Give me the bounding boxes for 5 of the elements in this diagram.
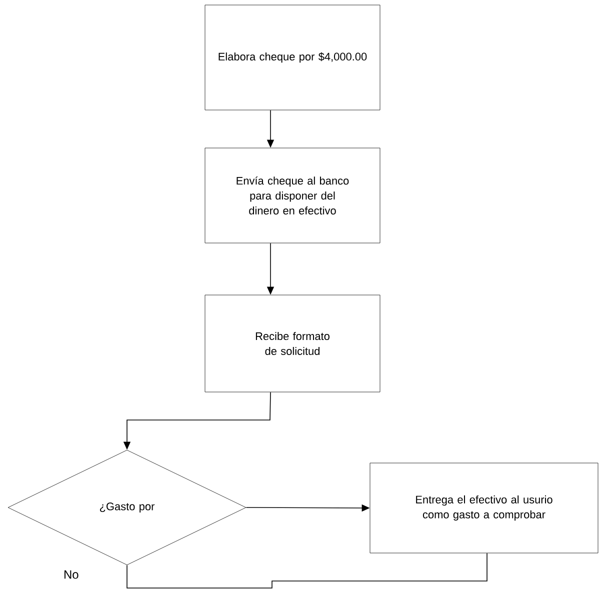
process-box: Recibe formato de solicitud <box>204 294 380 392</box>
process-box: Entrega el efectivo al usurio como gasto a comprobar <box>370 462 598 554</box>
process-box: Envía cheque al banco para disponer del dinero en efectivo <box>204 148 380 244</box>
branch-label: No <box>64 570 78 579</box>
process-box: Elabora cheque por $4,000.00 <box>204 4 380 110</box>
